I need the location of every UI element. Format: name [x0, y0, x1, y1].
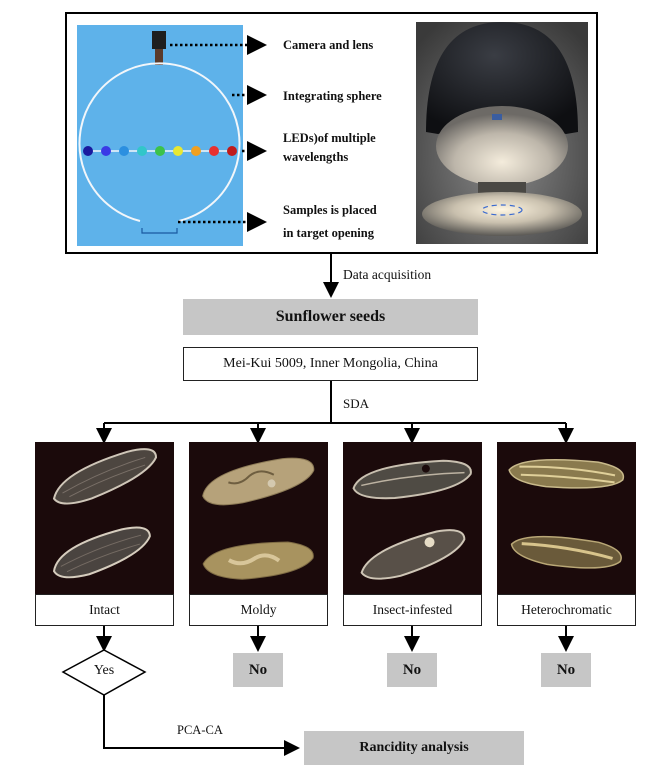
yes-diamond — [61, 649, 147, 696]
heterochromatic-seed-image — [497, 442, 636, 595]
moldy-seed-image — [189, 442, 328, 595]
instrument-photo — [416, 22, 588, 244]
category-intact: Intact — [35, 594, 174, 626]
integrating-sphere-schematic — [77, 25, 243, 246]
dome-top — [426, 22, 578, 134]
led-dot — [191, 146, 201, 156]
rancidity-analysis-box: Rancidity analysis — [304, 731, 524, 765]
category-moldy: Moldy — [189, 594, 328, 626]
intact-seed-image — [35, 442, 174, 595]
sunflower-seeds-title: Sunflower seeds — [183, 299, 478, 335]
led-dot — [155, 146, 165, 156]
yes-label: Yes — [93, 663, 115, 678]
led-dots — [83, 146, 237, 156]
camera-label: Camera and lens — [283, 38, 374, 52]
insect-no-box: No — [387, 653, 437, 687]
sda-label: SDA — [343, 396, 370, 411]
arrows-layer — [170, 35, 267, 232]
led-dot — [173, 146, 183, 156]
category-insect-infested: Insect-infested — [343, 594, 482, 626]
category-insect-infested-label: Insect-infested — [372, 602, 453, 617]
target-opening — [141, 228, 178, 234]
led-dot — [137, 146, 147, 156]
camera-body — [152, 31, 166, 49]
led-dot — [119, 146, 129, 156]
moldy-no-box: No — [233, 653, 283, 687]
led-dot — [101, 146, 111, 156]
data-acquisition-label: Data acquisition — [343, 267, 432, 282]
sphere-shell — [436, 106, 568, 186]
sample-label-line1: Samples is placed — [283, 203, 377, 217]
category-heterochromatic: Heterochromatic — [497, 594, 636, 626]
variety-text: Mei-Kui 5009, Inner Mongolia, China — [223, 356, 438, 371]
sphere-label: Integrating sphere — [283, 89, 382, 103]
leds-label-line2: wavelengths — [283, 150, 349, 164]
variety-box: Mei-Kui 5009, Inner Mongolia, China — [183, 347, 478, 381]
insect-infested-seed-image — [343, 442, 482, 595]
category-intact-label: Intact — [89, 602, 120, 617]
pca-ca-label: PCA-CA — [177, 723, 223, 737]
hetero-no-box: No — [541, 653, 591, 687]
category-moldy-label: Moldy — [240, 602, 277, 617]
integrating-sphere-outline — [78, 62, 241, 222]
pca-arrow — [103, 695, 300, 756]
sample-plate — [422, 192, 582, 236]
led-dot — [227, 146, 237, 156]
camera-lens — [155, 49, 163, 65]
leds-label-line1: LEDs)of multiple — [283, 131, 376, 145]
sample-label-line2: in target opening — [283, 226, 374, 240]
led-dot — [83, 146, 93, 156]
category-heterochromatic-label: Heterochromatic — [521, 602, 612, 617]
logo-badge — [492, 114, 502, 120]
led-dot — [209, 146, 219, 156]
